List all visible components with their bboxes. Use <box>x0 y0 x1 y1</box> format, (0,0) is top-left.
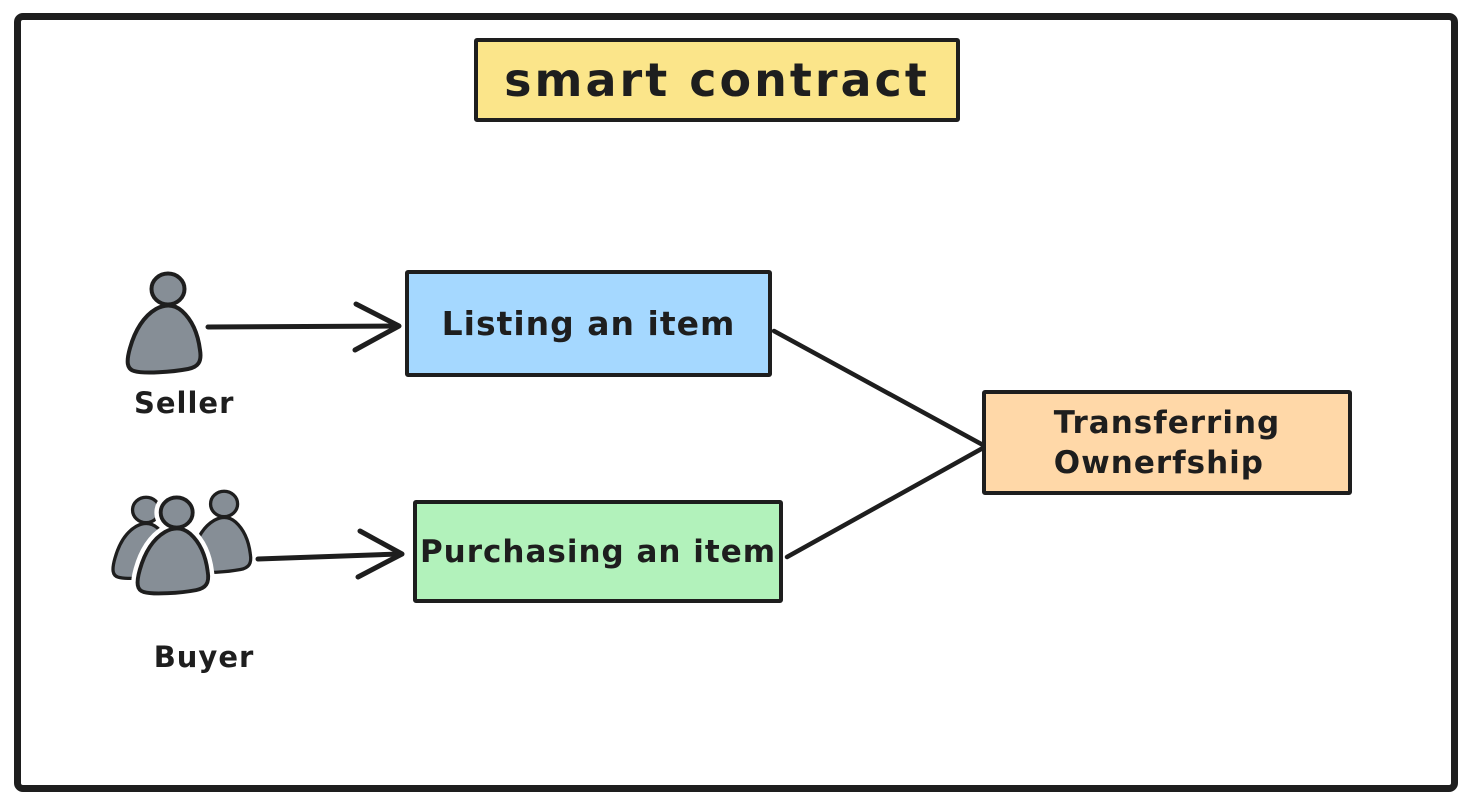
node-listing-label: Listing an item <box>441 304 736 343</box>
node-purchasing-an-item: Purchasing an item <box>413 500 783 603</box>
node-transferring-label: Transferring Ownerfship <box>1053 404 1281 481</box>
connector-seller-listing <box>205 301 402 353</box>
person-icon <box>125 271 203 375</box>
title-label: smart contract <box>504 53 930 107</box>
buyer-label: Buyer <box>153 640 255 674</box>
people-group-icon <box>111 489 253 593</box>
node-listing-an-item: Listing an item <box>405 270 772 377</box>
node-purchasing-label: Purchasing an item <box>419 533 777 570</box>
connector-buyer-purchasing <box>255 528 405 580</box>
connector-purchasing-transferring <box>784 445 986 560</box>
title-box: smart contract <box>474 38 960 122</box>
connector-listing-transferring <box>771 328 986 448</box>
node-transferring-ownership: Transferring Ownerfship <box>982 390 1352 495</box>
outer-frame <box>14 13 1458 792</box>
seller-label: Seller <box>134 386 235 420</box>
